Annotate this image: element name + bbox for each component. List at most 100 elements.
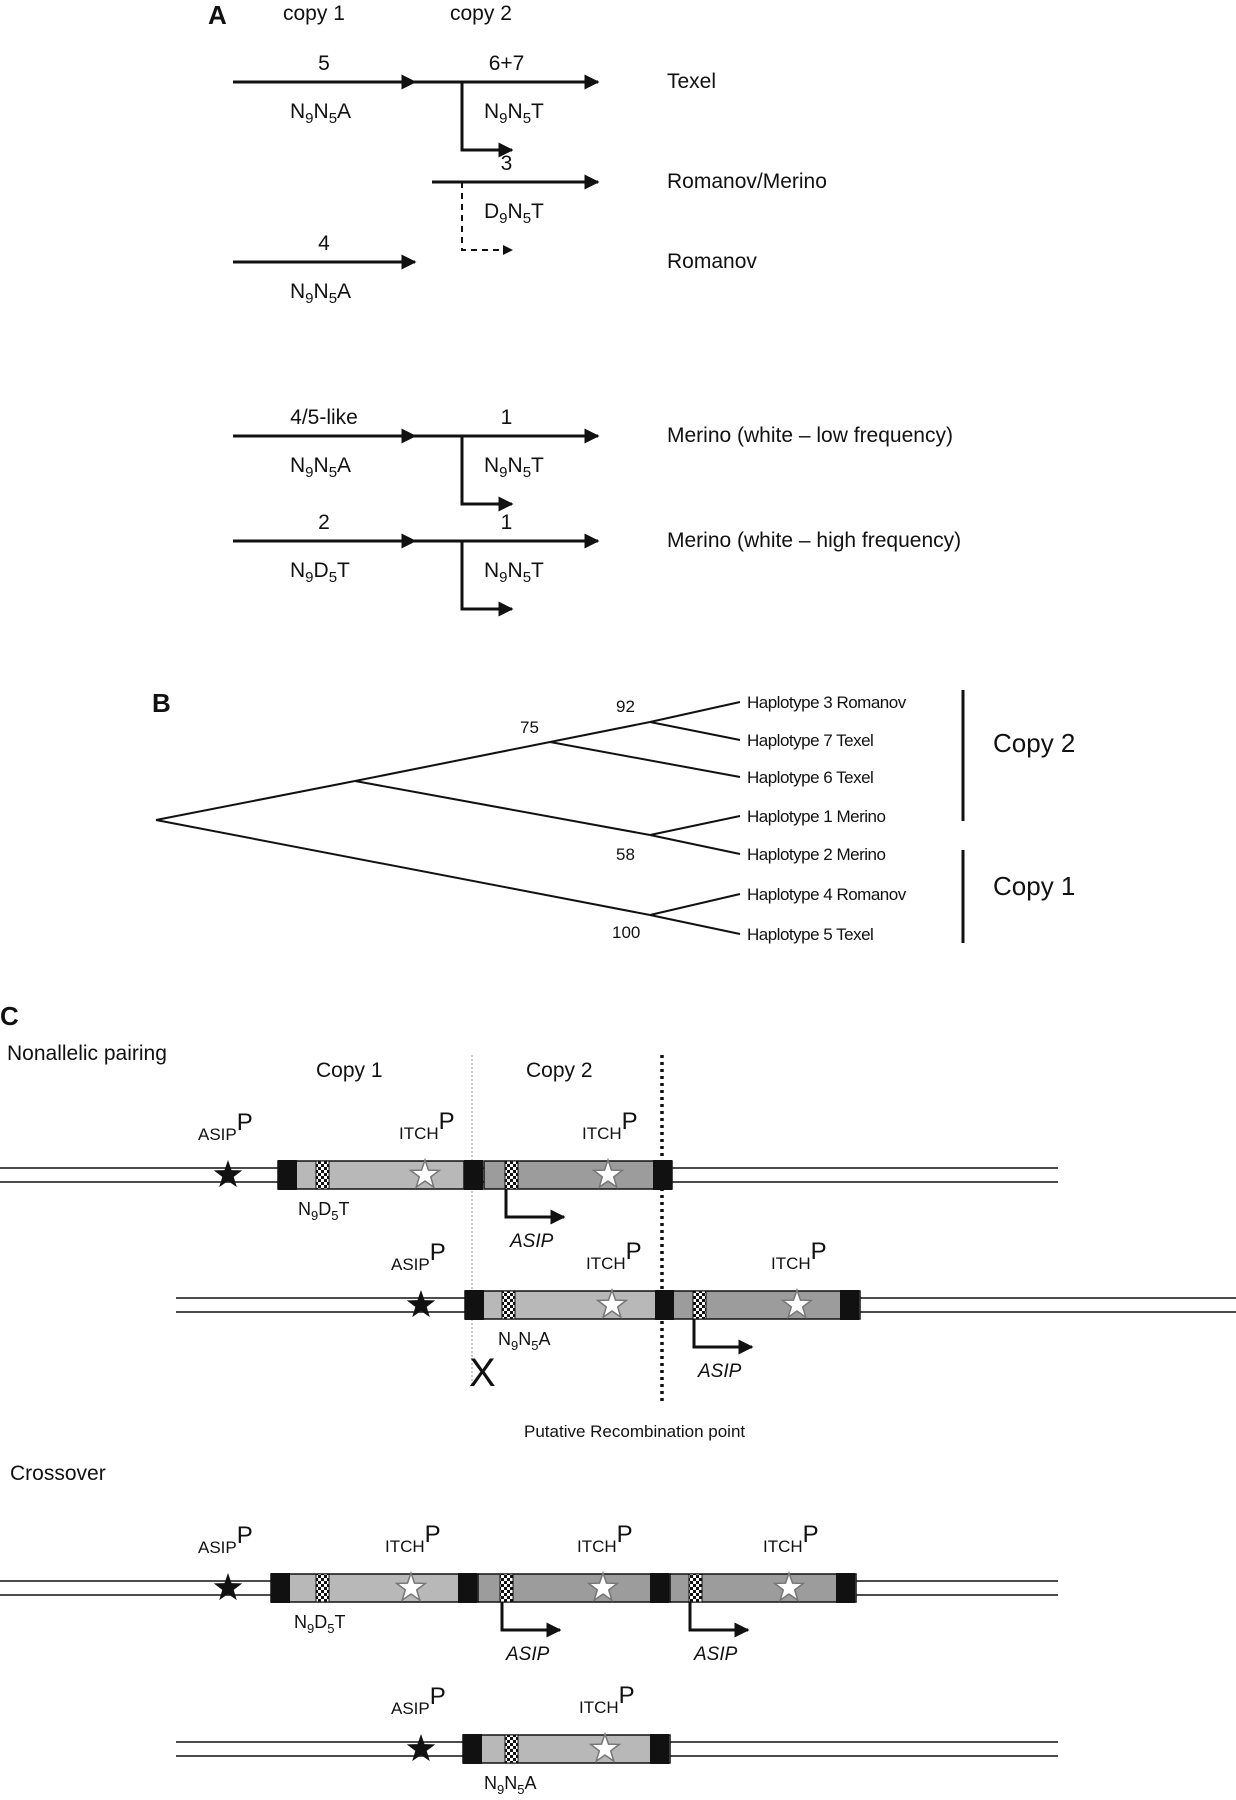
asip-transcript-label: ASIP <box>505 1644 550 1665</box>
sequence-char: T <box>338 1199 349 1219</box>
itch-promoter-label: ITCHP <box>582 1108 638 1143</box>
label-base: ASIP <box>198 1125 237 1144</box>
copy-sequence-label: N9D5T <box>298 1199 349 1223</box>
itch-promoter-star-icon <box>408 1157 442 1189</box>
asip-promoter-arrow-inactive <box>461 182 513 255</box>
subscript: 9 <box>497 1782 504 1797</box>
label-base: ITCH <box>385 1537 425 1556</box>
subscript: 9 <box>305 464 313 481</box>
copy-sequence-label: N9N5A <box>498 1329 550 1353</box>
regulatory-element <box>504 1160 519 1190</box>
label-superscript: P <box>622 1108 638 1135</box>
boundary-block <box>271 1573 290 1603</box>
subscript: 5 <box>523 110 531 127</box>
subscript: 9 <box>307 1621 314 1636</box>
regulatory-element <box>688 1573 703 1603</box>
asip-promoter-arrow-active <box>460 436 514 512</box>
copy2-header: Copy 2 <box>526 1059 593 1082</box>
copy1-sequence-label: N9N5A <box>290 454 351 481</box>
asip-transcription-arrow <box>504 1189 566 1225</box>
asip-promoter-star-icon <box>213 1573 243 1601</box>
subscript: 5 <box>331 1208 338 1223</box>
bootstrap-75: 75 <box>520 718 539 737</box>
tree-leaf-label: Haplotype 3 Romanov <box>747 693 907 712</box>
sequence-char: N <box>508 454 523 477</box>
copy1-sequence-label: N9D5T <box>290 559 350 586</box>
itch-promoter-label: ITCHP <box>763 1521 819 1556</box>
label-superscript: P <box>617 1521 633 1548</box>
tree-branch-hap6 <box>549 741 741 778</box>
subscript: 5 <box>329 290 337 307</box>
breed-label: Romanov <box>667 250 757 273</box>
column-header-copy1: copy 1 <box>283 2 345 25</box>
regulatory-element <box>504 1734 519 1764</box>
label-base: ITCH <box>399 1124 439 1143</box>
itch-promoter-star-icon <box>595 1287 629 1319</box>
subscript: 9 <box>499 210 507 227</box>
subscript: 5 <box>531 1338 538 1353</box>
breed-label: Romanov/Merino <box>667 170 827 193</box>
sequence-char: N <box>290 454 305 477</box>
sequence-char: N <box>298 1199 311 1219</box>
regulatory-element <box>692 1290 707 1320</box>
sequence-char: D <box>318 1199 331 1219</box>
copy1-header: Copy 1 <box>316 1059 383 1082</box>
subscript: 9 <box>305 290 313 307</box>
asip-promoter-label: ASIPP <box>198 1109 253 1144</box>
sequence-char: A <box>337 100 351 123</box>
crossover-x-mark: X <box>469 1351 496 1395</box>
subscript: 9 <box>305 569 313 586</box>
label-base: ASIP <box>391 1699 430 1718</box>
boundary-block <box>458 1573 477 1603</box>
sequence-char: T <box>337 559 350 582</box>
copy1-haplotype-number: 2 <box>318 511 330 534</box>
sequence-char: D <box>314 1612 327 1632</box>
sequence-char: N <box>518 1329 531 1349</box>
sequence-char: N <box>484 1773 497 1793</box>
copy1-group-label: Copy 1 <box>993 871 1075 901</box>
duplicated-copy-segment <box>464 1290 666 1320</box>
section-title-nonallelic-pairing: Nonallelic pairing <box>7 1042 167 1065</box>
tree-branch-root-upper <box>155 780 356 821</box>
itch-promoter-star-icon <box>586 1570 620 1602</box>
asip-transcript-label: ASIP <box>509 1231 554 1252</box>
label-base: ITCH <box>586 1254 626 1273</box>
label-superscript: P <box>803 1521 819 1548</box>
duplicated-copy-segment <box>277 1160 465 1190</box>
label-superscript: P <box>430 1683 446 1710</box>
sequence-char: N <box>508 200 523 223</box>
bootstrap-100: 100 <box>612 923 640 942</box>
subscript: 5 <box>523 210 531 227</box>
boundary-block <box>655 1290 674 1320</box>
panel-c-label: C <box>0 1001 19 1031</box>
boundary-block <box>278 1160 297 1190</box>
sequence-char: N <box>484 454 499 477</box>
asip-transcription-arrow <box>692 1319 754 1355</box>
sequence-char: N <box>508 100 523 123</box>
label-superscript: P <box>439 1108 455 1135</box>
label-superscript: P <box>425 1521 441 1548</box>
label-superscript: P <box>626 1238 642 1265</box>
label-base: ITCH <box>577 1537 617 1556</box>
boundary-block <box>465 1290 484 1320</box>
tree-leaf-label: Haplotype 5 Texel <box>747 925 873 944</box>
sequence-char: N <box>290 100 305 123</box>
label-base: ITCH <box>771 1254 811 1273</box>
sequence-char: N <box>508 559 523 582</box>
asip-transcription-arrow <box>500 1602 562 1638</box>
subscript: 5 <box>329 110 337 127</box>
subscript: 9 <box>499 464 507 481</box>
copy-sequence-label: N9D5T <box>294 1612 345 1636</box>
boundary-block <box>464 1160 483 1190</box>
panel-b: B 92 75 58 100 Haploty <box>152 688 1075 944</box>
copy2-haplotype-number: 1 <box>501 511 513 534</box>
subscript: 9 <box>499 569 507 586</box>
breed-label: Merino (white – low frequency) <box>667 424 953 447</box>
sequence-char: T <box>531 454 544 477</box>
tree-branch-hap3 <box>649 701 741 723</box>
breed-label: Merino (white – high frequency) <box>667 529 961 552</box>
